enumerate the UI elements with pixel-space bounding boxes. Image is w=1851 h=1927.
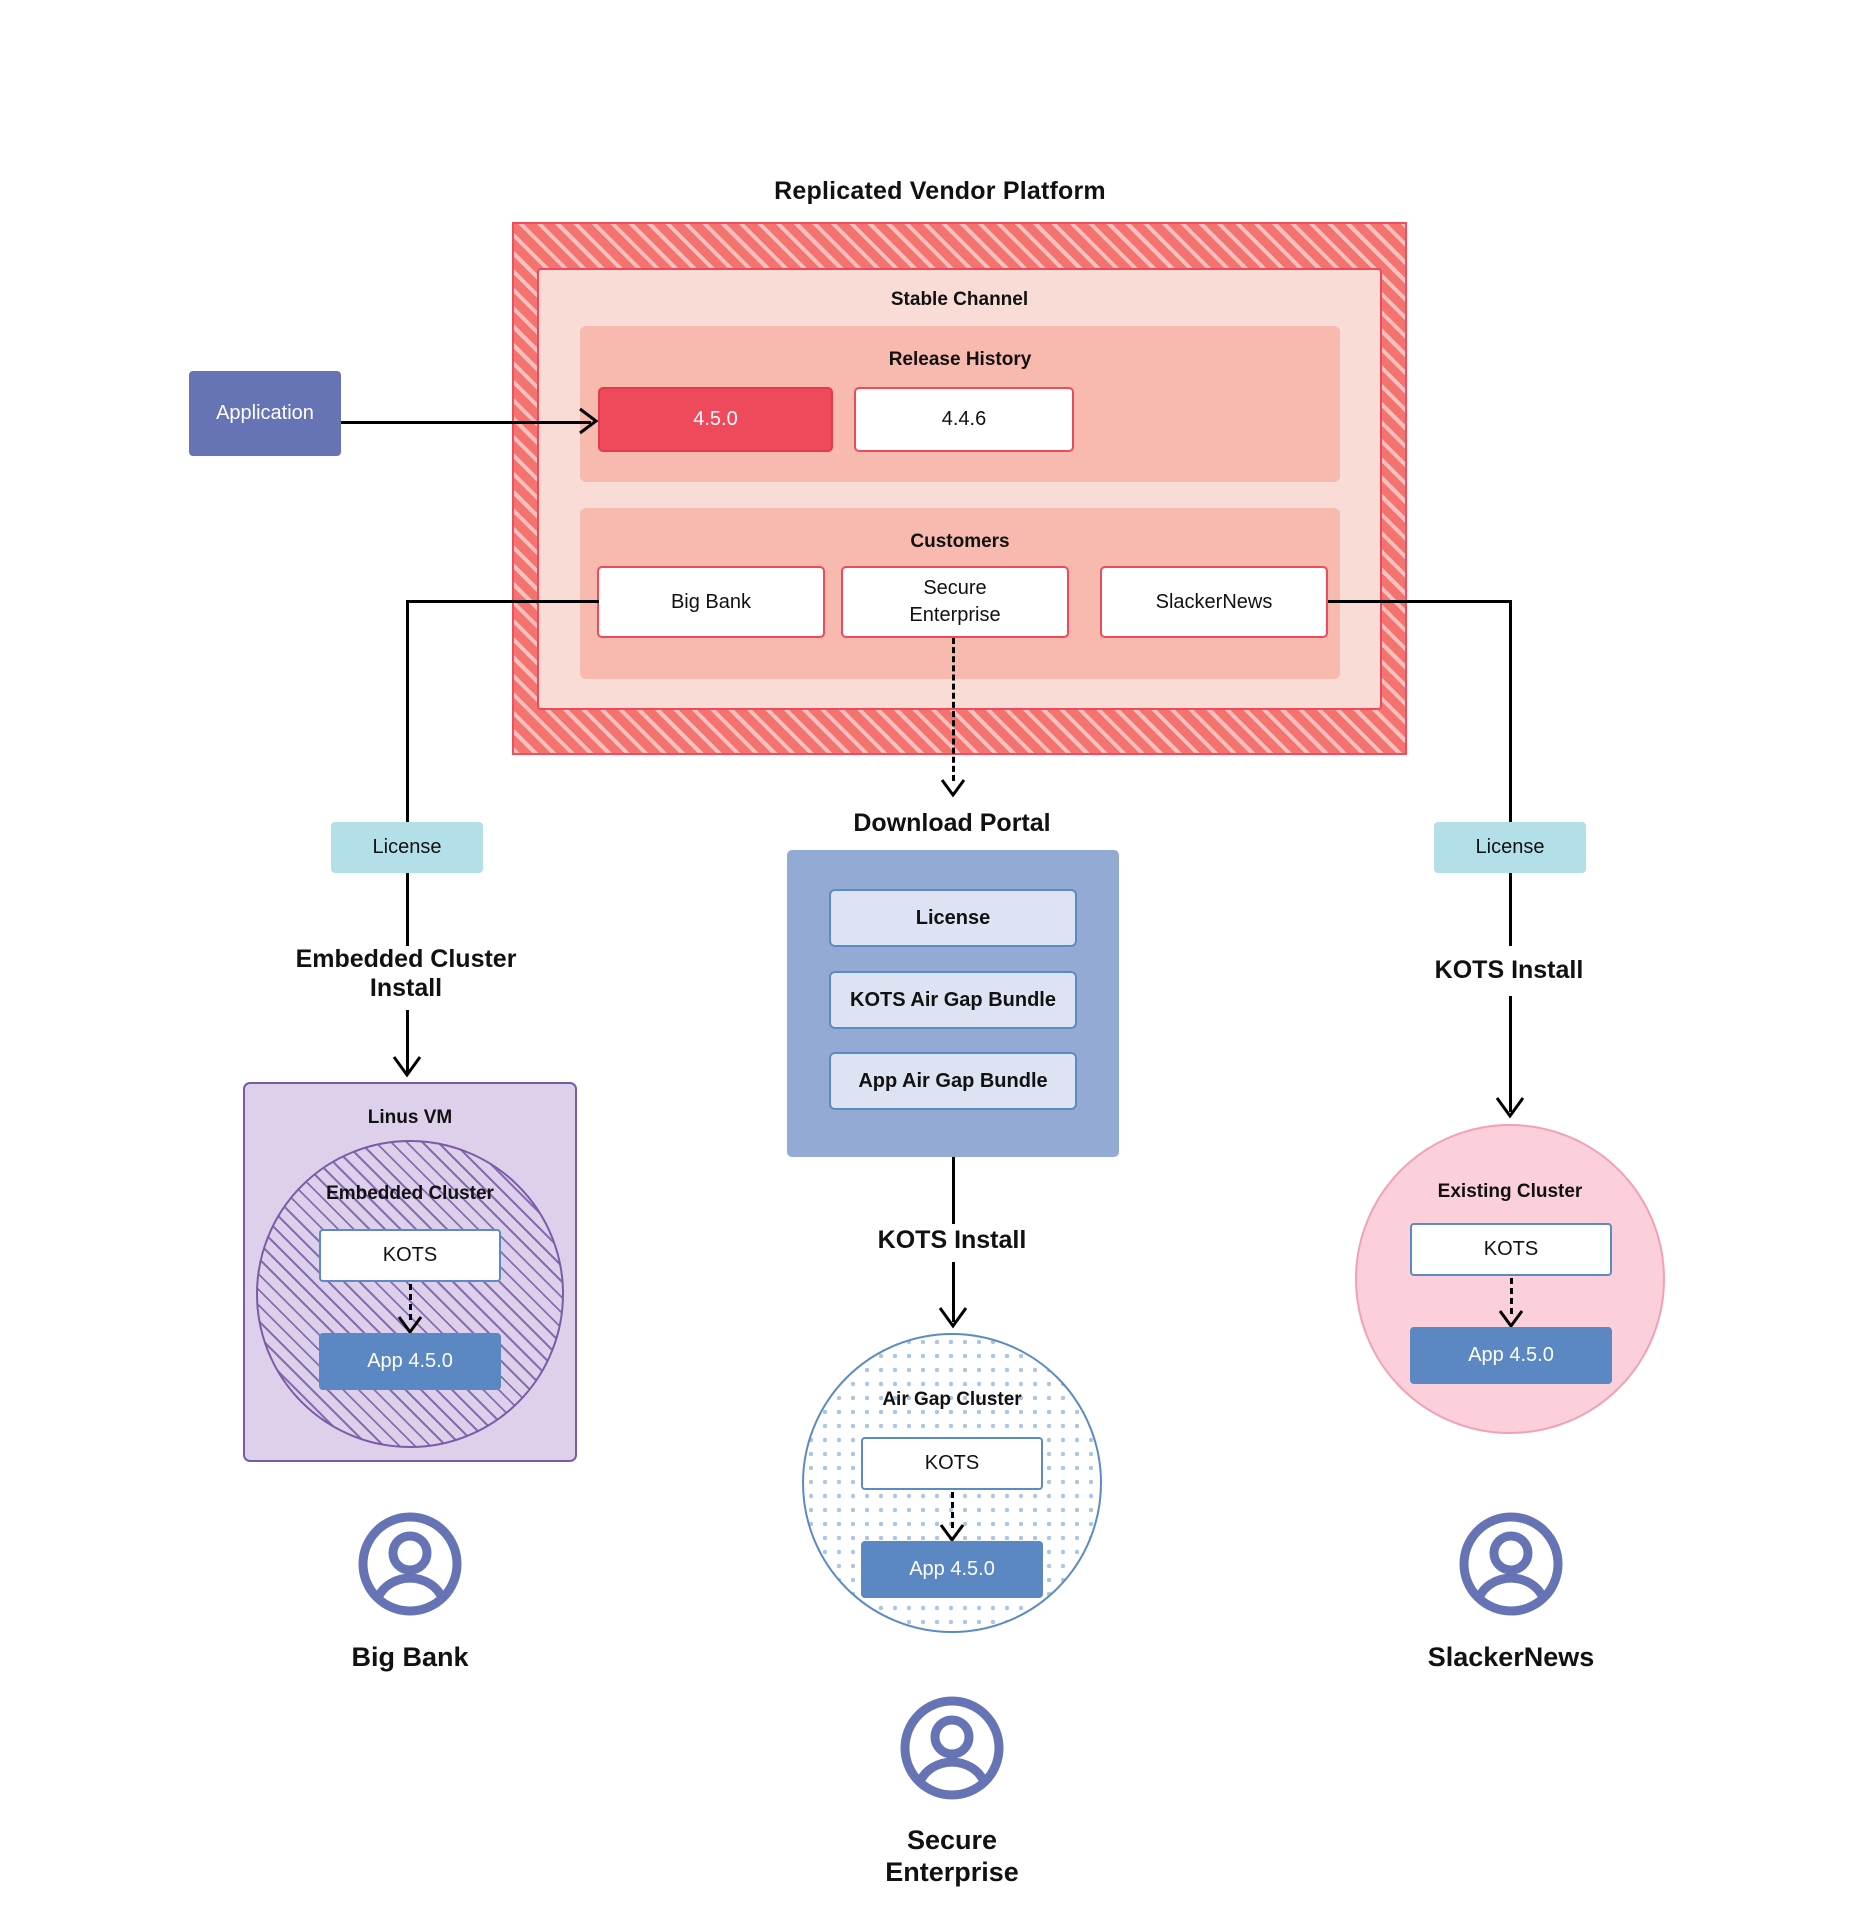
stable-channel-title: Stable Channel bbox=[890, 289, 1029, 310]
kots-label: KOTS bbox=[382, 1244, 438, 1266]
customer-card-slackernews[interactable]: SlackerNews bbox=[1100, 566, 1328, 638]
customer-card-big-bank[interactable]: Big Bank bbox=[597, 566, 825, 638]
flow-label-kots-install-right: KOTS Install bbox=[1434, 956, 1584, 985]
kots-node-embedded[interactable]: KOTS bbox=[319, 1229, 501, 1282]
user-avatar-icon bbox=[900, 1696, 1004, 1800]
embedded-cluster-title: Embedded Cluster bbox=[326, 1183, 494, 1204]
flow-label-kots-install-center: KOTS Install bbox=[877, 1226, 1027, 1255]
connector-kots-install-center-down bbox=[952, 1262, 955, 1322]
customer-name-label: Big Bank bbox=[670, 590, 752, 613]
user-avatar-icon bbox=[1459, 1512, 1563, 1616]
connector-bigbank-horizontal bbox=[406, 600, 599, 603]
customer-name-label: SlackerNews bbox=[1155, 590, 1273, 613]
portal-item-label: License bbox=[915, 906, 991, 929]
release-version-label: 4.4.6 bbox=[941, 408, 987, 430]
customer-label-slackernews: SlackerNews bbox=[1427, 1641, 1595, 1672]
arrow-head-icon bbox=[1495, 1097, 1525, 1119]
customers-title: Customers bbox=[910, 531, 1010, 552]
license-label: License bbox=[1475, 836, 1545, 858]
app-version-label: App 4.5.0 bbox=[1468, 1344, 1554, 1366]
arrow-head-icon bbox=[1498, 1310, 1524, 1329]
connector-slackernews-vertical bbox=[1509, 600, 1512, 826]
connector-kots-install-right-down bbox=[1509, 996, 1512, 1112]
license-label: License bbox=[372, 836, 442, 858]
existing-cluster-title: Existing Cluster bbox=[1437, 1181, 1583, 1202]
release-version-label: 4.5.0 bbox=[693, 408, 738, 430]
connector-portal-down bbox=[952, 1157, 955, 1224]
arrow-head-icon bbox=[392, 1056, 422, 1078]
connector-slackernews-horizontal bbox=[1328, 600, 1512, 603]
download-portal-title: Download Portal bbox=[853, 809, 1051, 838]
app-version-label: App 4.5.0 bbox=[909, 1558, 995, 1580]
portal-item-kots-air-gap-bundle[interactable]: KOTS Air Gap Bundle bbox=[829, 971, 1077, 1029]
connector-application-to-release bbox=[341, 421, 591, 424]
kots-node-airgap[interactable]: KOTS bbox=[861, 1437, 1043, 1490]
customer-card-secure-enterprise[interactable]: Secure Enterprise bbox=[841, 566, 1069, 638]
customer-label-secure-enterprise: Secure Enterprise bbox=[885, 1824, 1019, 1887]
portal-item-app-air-gap-bundle[interactable]: App Air Gap Bundle bbox=[829, 1052, 1077, 1110]
air-gap-cluster-title: Air Gap Cluster bbox=[882, 1389, 1022, 1410]
license-chip-left[interactable]: License bbox=[331, 822, 483, 873]
connector-license-right-down bbox=[1509, 873, 1512, 946]
app-version-label: App 4.5.0 bbox=[367, 1350, 453, 1372]
arrow-head-icon bbox=[939, 1524, 965, 1543]
user-avatar-icon bbox=[358, 1512, 462, 1616]
kots-label: KOTS bbox=[1483, 1238, 1539, 1260]
connector-license-left-down bbox=[406, 873, 409, 946]
kots-label: KOTS bbox=[924, 1452, 980, 1474]
flow-label-embedded-cluster-install: Embedded Cluster Install bbox=[295, 944, 517, 1003]
release-history-title: Release History bbox=[888, 349, 1032, 370]
app-version-node-existing[interactable]: App 4.5.0 bbox=[1410, 1327, 1612, 1384]
connector-kots-to-app-airgap bbox=[951, 1492, 954, 1528]
portal-item-label: KOTS Air Gap Bundle bbox=[850, 988, 1056, 1011]
connector-kots-to-app-existing bbox=[1510, 1278, 1513, 1314]
connector-secure-enterprise-down bbox=[952, 638, 955, 781]
application-label: Application bbox=[216, 402, 314, 424]
arrow-head-icon bbox=[397, 1316, 423, 1335]
app-version-node-embedded[interactable]: App 4.5.0 bbox=[319, 1333, 501, 1390]
license-chip-right[interactable]: License bbox=[1434, 822, 1586, 873]
release-card-previous[interactable]: 4.4.6 bbox=[854, 387, 1074, 452]
customer-label-big-bank: Big Bank bbox=[351, 1641, 469, 1672]
app-version-node-airgap[interactable]: App 4.5.0 bbox=[861, 1541, 1043, 1598]
arrow-head-icon bbox=[940, 779, 966, 798]
release-card-current[interactable]: 4.5.0 bbox=[598, 387, 833, 452]
connector-embedded-install-down bbox=[406, 1010, 409, 1072]
arrow-head-icon bbox=[579, 407, 599, 435]
connector-bigbank-vertical bbox=[406, 600, 409, 826]
page-title: Replicated Vendor Platform bbox=[774, 176, 1106, 205]
application-node[interactable]: Application bbox=[189, 371, 341, 456]
kots-node-existing[interactable]: KOTS bbox=[1410, 1223, 1612, 1276]
linus-vm-title: Linus VM bbox=[367, 1107, 453, 1128]
portal-item-label: App Air Gap Bundle bbox=[858, 1069, 1048, 1092]
arrow-head-icon bbox=[938, 1307, 968, 1329]
customer-name-label: Secure Enterprise bbox=[909, 577, 1001, 626]
connector-kots-to-app-embedded bbox=[409, 1284, 412, 1320]
portal-item-license[interactable]: License bbox=[829, 889, 1077, 947]
